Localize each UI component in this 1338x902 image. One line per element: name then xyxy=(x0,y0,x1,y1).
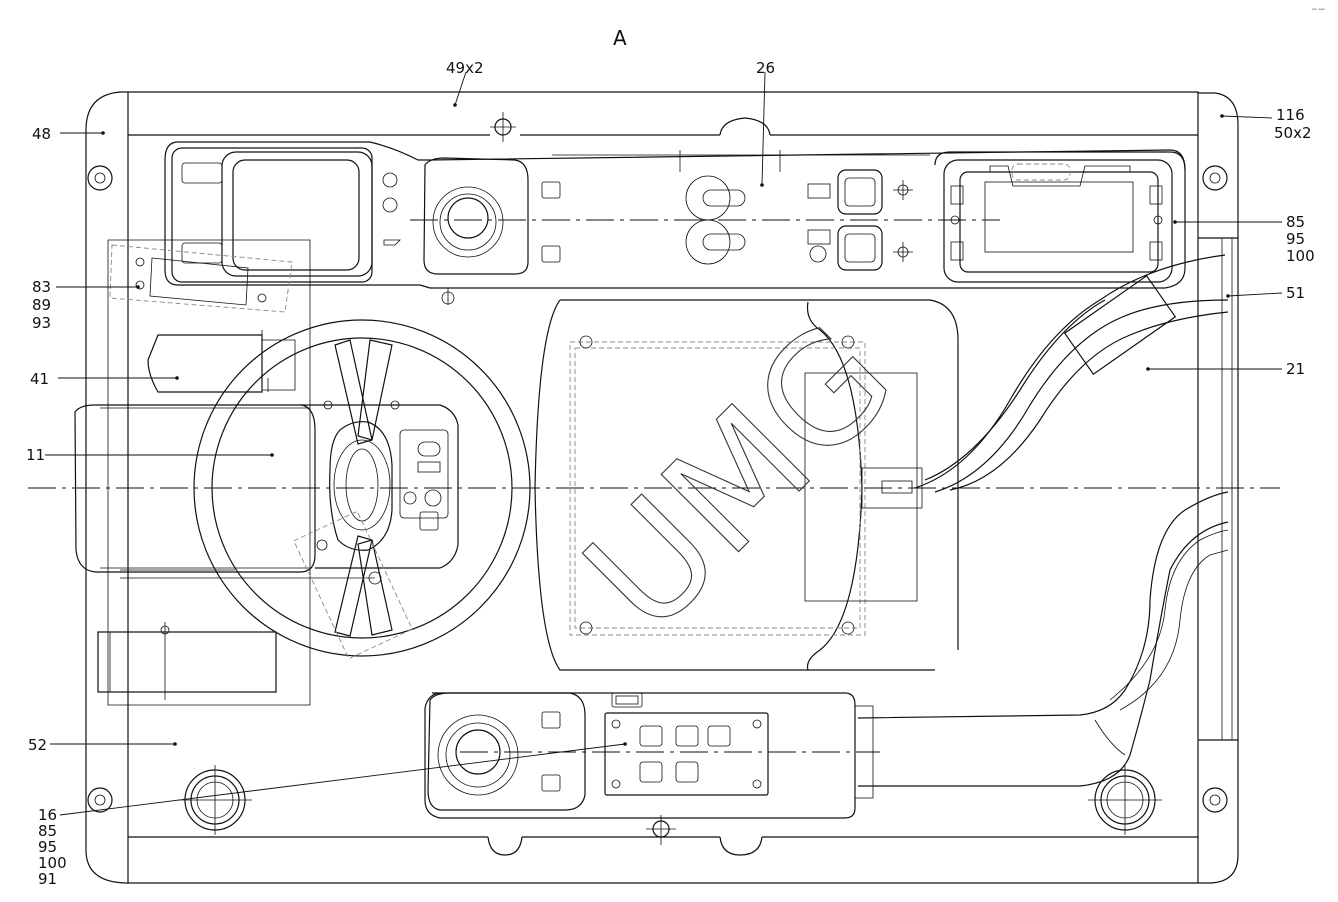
callout-50x2: 50x2 xyxy=(1274,124,1312,142)
callout-95: 95 xyxy=(1286,230,1305,248)
bracket-41 xyxy=(147,330,296,393)
left-bracket xyxy=(107,239,311,706)
callout-49x2: 49x2 xyxy=(446,59,484,77)
callout-85: 85 xyxy=(1286,213,1305,231)
callout-89: 89 xyxy=(32,296,51,314)
lower-left-box xyxy=(97,622,277,700)
leader-lines xyxy=(45,71,1283,816)
callout-labels: 49x2 26 48 116 50x2 85 95 100 51 21 83 8… xyxy=(26,59,1315,888)
callout-52: 52 xyxy=(28,736,47,754)
callout-85-lower: 85 xyxy=(38,822,57,840)
watermark: UMG xyxy=(553,291,927,665)
callout-95-lower: 95 xyxy=(38,838,57,856)
callout-83: 83 xyxy=(32,278,51,296)
callout-116: 116 xyxy=(1276,106,1305,124)
steering-assembly xyxy=(74,319,531,660)
lower-joystick-module xyxy=(424,692,880,819)
upper-control-module xyxy=(164,141,1186,305)
panel-outline xyxy=(85,91,1239,884)
callout-51: 51 xyxy=(1286,284,1305,302)
callout-11: 11 xyxy=(26,446,45,464)
callout-26: 26 xyxy=(756,59,775,77)
callout-21: 21 xyxy=(1286,360,1305,378)
callout-91: 91 xyxy=(38,870,57,888)
corner-mark: ᵃᵐ ᵃᵃᵃ xyxy=(1312,8,1325,14)
callout-48: 48 xyxy=(32,125,51,143)
callout-100: 100 xyxy=(1286,247,1315,265)
callout-100-lower: 100 xyxy=(38,854,67,872)
cable-harness xyxy=(857,254,1229,787)
center-cover: UMG xyxy=(534,290,959,671)
view-label: A xyxy=(613,26,627,50)
callout-41: 41 xyxy=(30,370,49,388)
grommets xyxy=(178,765,1162,835)
callout-93: 93 xyxy=(32,314,51,332)
callout-16: 16 xyxy=(38,806,57,824)
mounting-holes xyxy=(87,112,1228,845)
